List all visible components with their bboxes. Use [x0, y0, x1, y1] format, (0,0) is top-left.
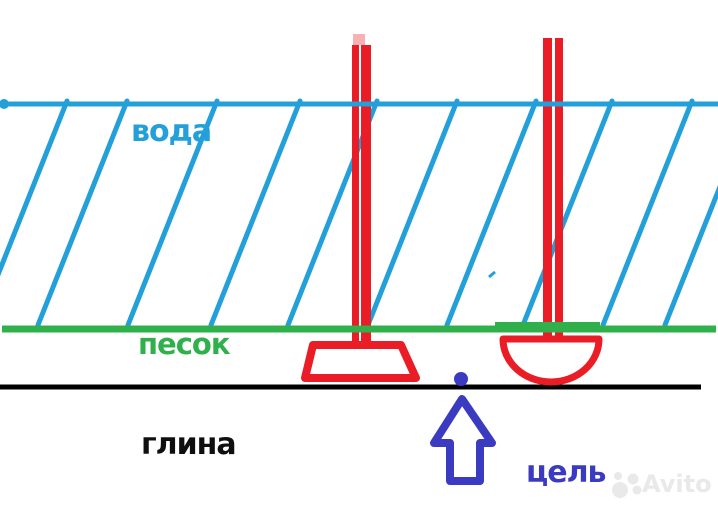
- trapezoid-footing: [301, 341, 420, 382]
- hatch-line: [444, 98, 539, 328]
- hatch-line: [125, 98, 220, 328]
- water-line-end-dot: [0, 99, 9, 109]
- up-arrow: [430, 395, 496, 485]
- stray-cyan-mark: [488, 270, 496, 279]
- hatch-line: [208, 98, 303, 328]
- avito-logo-circle: [612, 482, 628, 498]
- hatch-line: [520, 98, 615, 328]
- clay-label: глина: [141, 427, 237, 462]
- hatch-line: [600, 98, 695, 328]
- hatch-line: [662, 184, 718, 328]
- right-pole-stroke-a: [543, 38, 552, 341]
- semicircle-footing: [499, 335, 603, 386]
- water-hatch-group: [0, 98, 718, 328]
- avito-logo-icon: [612, 472, 642, 498]
- avito-logo-circle: [632, 485, 642, 495]
- left-pole-stroke-b: [361, 45, 371, 346]
- pole-top-smudge: [353, 34, 365, 45]
- target-dot: [454, 372, 468, 386]
- hatch-line: [365, 98, 460, 328]
- water-label: вода: [131, 114, 212, 149]
- sand-label: песок: [138, 327, 231, 361]
- avito-watermark-text: Avito: [642, 470, 712, 498]
- target-label: цель: [526, 455, 607, 490]
- right-pole-stroke-b: [555, 38, 563, 341]
- avito-logo-circle: [627, 473, 639, 485]
- avito-logo-circle: [614, 472, 622, 480]
- hatch-line: [35, 98, 130, 328]
- left-pole-stroke-a: [352, 45, 359, 346]
- hatch-line: [0, 98, 70, 277]
